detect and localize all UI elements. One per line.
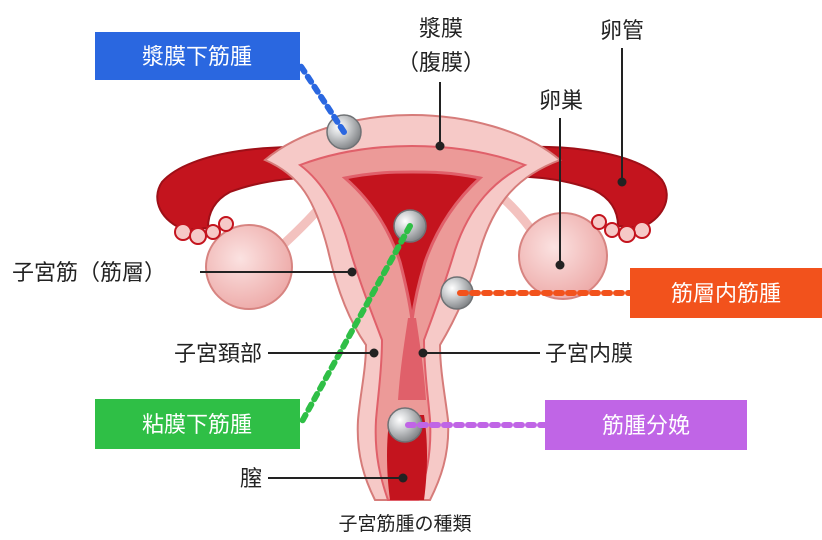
pointer-dot-myometrium xyxy=(348,268,357,277)
label-submucosal: 粘膜下筋腫 xyxy=(142,413,252,438)
right-ovarian-ligament xyxy=(505,200,530,228)
label-endometrium: 子宮内膜 xyxy=(545,342,633,367)
pointer-dot-tube xyxy=(618,178,627,187)
label-delivered: 筋腫分娩 xyxy=(602,414,690,439)
label-subserosal: 漿膜下筋腫 xyxy=(142,45,252,70)
figure-caption: 子宮筋腫の種類 xyxy=(338,513,471,535)
label-serosa-line2: （腹膜） xyxy=(397,51,485,76)
label-myometrium: 子宮筋（筋層） xyxy=(12,261,166,286)
connector-subserosal xyxy=(300,65,344,132)
label-vagina: 膣 xyxy=(240,467,262,492)
pointer-dot-ovary xyxy=(556,261,565,270)
pointer-dot-cervix xyxy=(370,349,379,358)
label-ovary: 卵巣 xyxy=(539,89,583,114)
left-ovary xyxy=(206,225,292,309)
label-serosa-line1: 漿膜 xyxy=(419,17,463,42)
pointer-dot-vagina xyxy=(399,474,408,483)
label-cervix: 子宮頚部 xyxy=(174,342,262,367)
label-fallopian-tube: 卵管 xyxy=(600,19,644,44)
pointer-dot-serosa xyxy=(436,142,445,151)
pointer-dot-endometrium xyxy=(419,349,428,358)
label-intramural: 筋層内筋腫 xyxy=(671,282,781,307)
